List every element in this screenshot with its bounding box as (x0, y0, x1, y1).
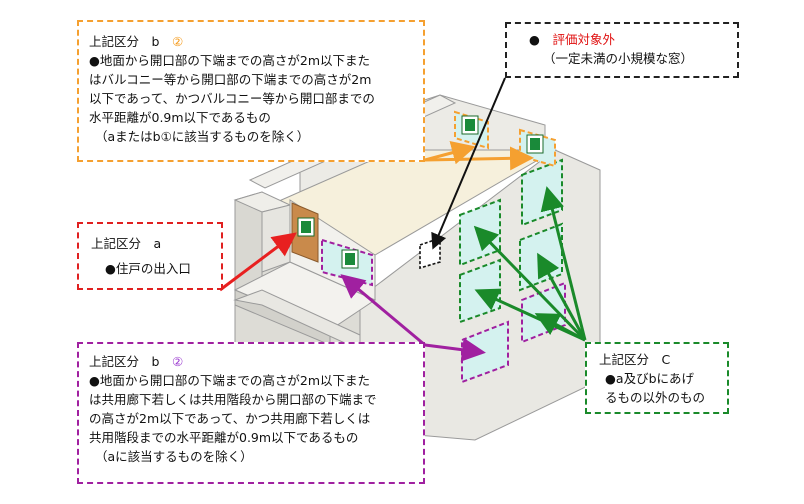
callout-c-other: 上記区分 C ●a及びbにあげ るもの以外のもの (585, 342, 729, 414)
callout-b2-corridor: 上記区分 b ② ●地面から開口部の下端までの高さが2m以下また は共用廊下若し… (77, 342, 425, 484)
callout-excluded: ● 評価対象外 （一定未満の小規模な窓） (505, 22, 739, 78)
callout-title: 上記区分 b ② (89, 34, 184, 49)
cp-mark-icon (297, 115, 544, 269)
arrows-orange (424, 141, 534, 171)
arrows-green (473, 186, 587, 342)
arrow-black (431, 77, 506, 250)
arrow-red (219, 232, 297, 292)
callout-title: ● 評価対象外 (529, 32, 615, 47)
callout-b2-balcony: 上記区分 b ② ●地面から開口部の下端までの高さが2m以下また はバルコニー等… (77, 20, 425, 162)
arrows-purple (340, 274, 486, 362)
callout-title: 上記区分 b ② (89, 354, 184, 369)
callout-a-entrance: 上記区分 a ●住戸の出入口 (77, 222, 223, 290)
